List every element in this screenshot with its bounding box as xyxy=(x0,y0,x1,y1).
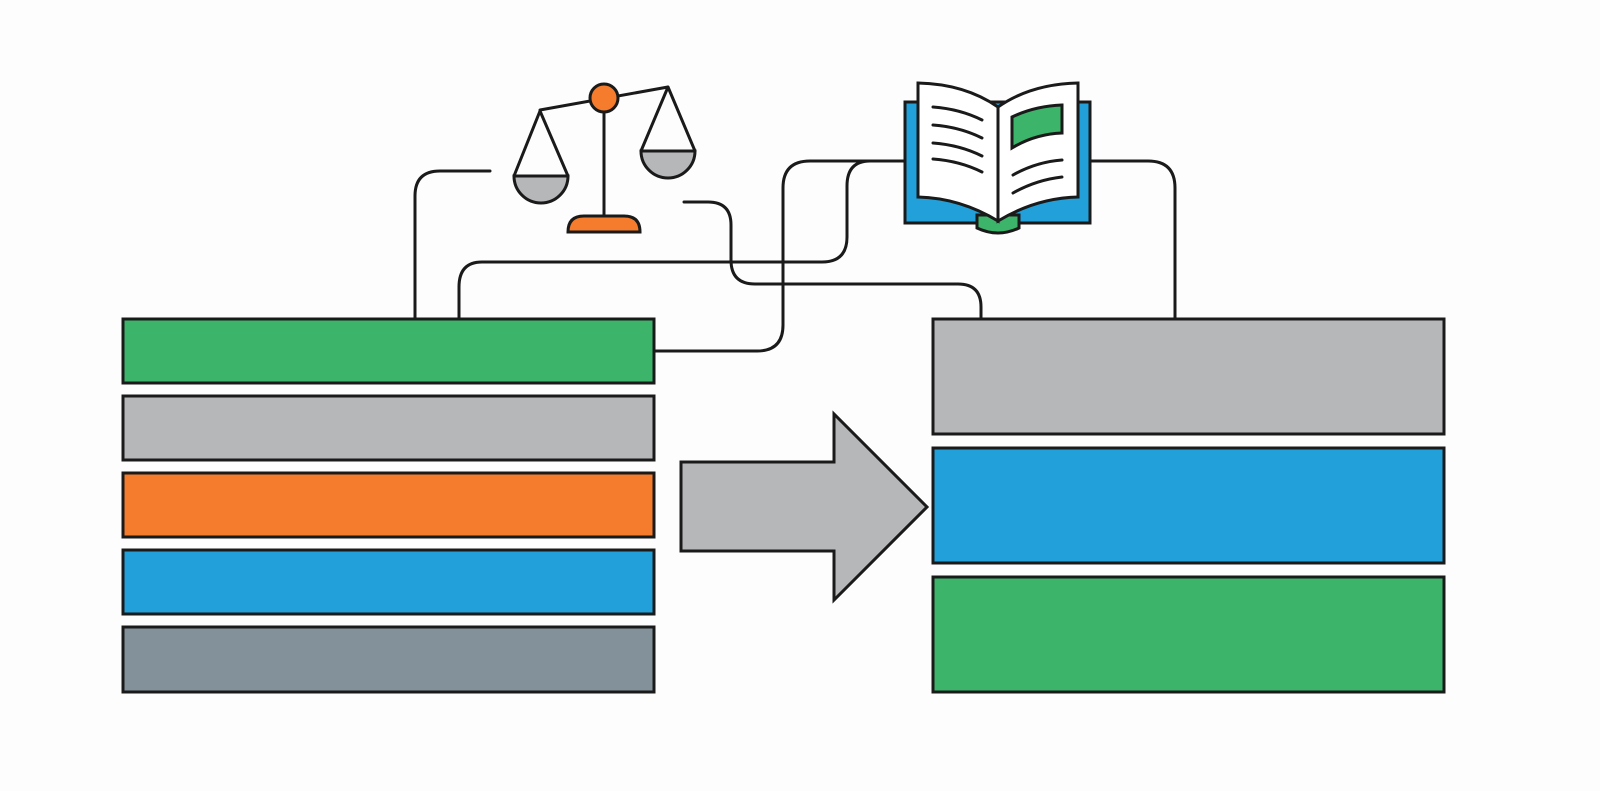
connector-book-right-to-right-stack xyxy=(1088,159,1177,322)
left-block-4 xyxy=(121,548,656,616)
right-arrow-icon xyxy=(679,410,930,604)
left-stack xyxy=(121,317,656,694)
connector-book-to-left-stack xyxy=(457,159,907,322)
left-block-5 xyxy=(121,625,656,694)
left-block-1 xyxy=(121,317,656,385)
left-block-3 xyxy=(121,471,656,539)
scale-left-strings xyxy=(512,109,570,178)
book-green-highlight xyxy=(1010,103,1064,151)
connector-scale-left-to-left-stack xyxy=(413,169,492,322)
connector-lines xyxy=(413,159,1177,353)
scale-left-pan xyxy=(512,174,570,205)
scale-right-pan xyxy=(639,149,697,180)
scale-right-strings xyxy=(639,85,697,153)
book-text-lines-left xyxy=(931,105,984,174)
connector-scale-right-to-right-stack xyxy=(682,200,983,322)
right-block-2 xyxy=(931,446,1446,565)
balance-scale-icon xyxy=(512,82,697,234)
right-block-1 xyxy=(931,317,1446,436)
book-bookmark xyxy=(975,213,1021,235)
scale-base xyxy=(566,214,642,234)
scale-pivot xyxy=(588,82,620,114)
open-book-icon xyxy=(903,81,1092,235)
right-stack xyxy=(931,317,1446,694)
connector-book-to-left-block-side xyxy=(653,159,907,353)
left-block-2 xyxy=(121,394,656,462)
right-block-3 xyxy=(931,575,1446,694)
book-text-lines-right xyxy=(1011,158,1064,195)
